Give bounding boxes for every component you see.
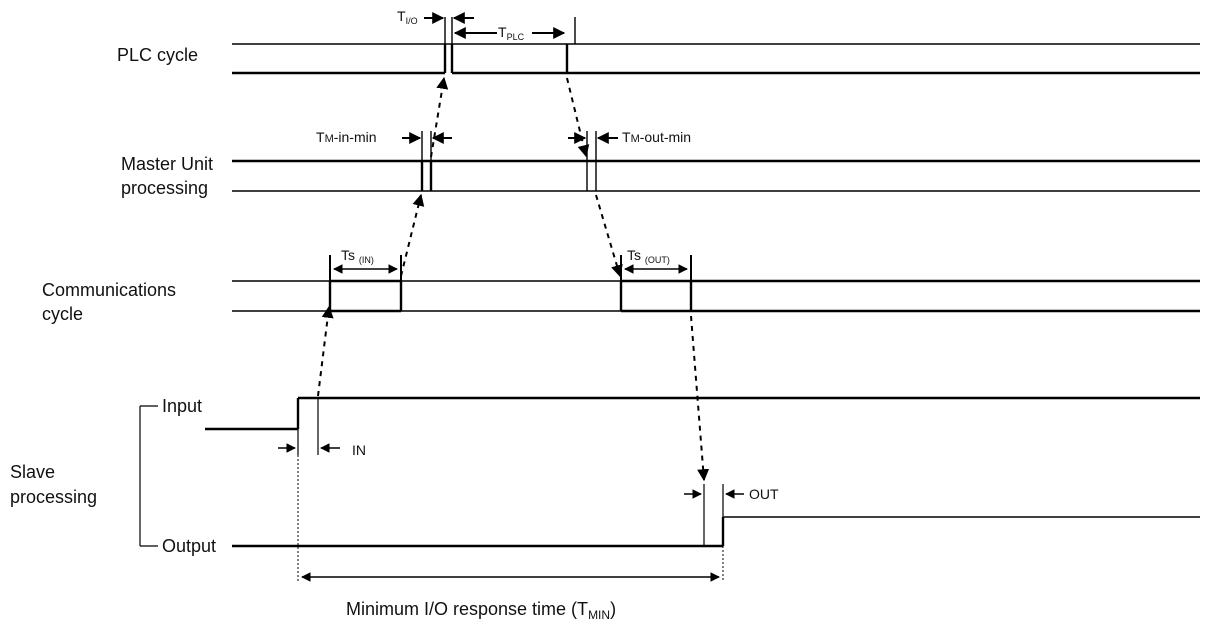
row-label-master-unit: Master Unit: [121, 154, 214, 174]
row-label-input: Input: [162, 396, 203, 416]
row-label-communications: Communications: [42, 280, 177, 300]
min-response-time-marker: [297, 455, 724, 582]
row-label-master-processing: processing: [121, 178, 209, 198]
label-ts-in: Ts (IN): [341, 247, 374, 265]
row-label-plc-cycle: PLC cycle: [117, 45, 199, 65]
label-t-io: TI/O: [397, 8, 418, 26]
slave-bracket: [139, 405, 158, 547]
signal-flow-arrows: [317, 76, 710, 482]
label-tm-in-min: TM-in-min: [316, 129, 377, 145]
row-label-communications-cycle: cycle: [42, 304, 84, 324]
label-tm-out-min: TM-out-min: [622, 129, 692, 145]
output-waveform: [232, 484, 1200, 548]
communications-waveform: [232, 255, 1200, 313]
label-ts-out: Ts (OUT): [627, 247, 670, 265]
label-t-plc: TPLC: [498, 24, 525, 42]
master-unit-waveform: [232, 131, 1200, 192]
row-label-slave-processing: processing: [10, 487, 98, 507]
input-waveform: [205, 396, 1200, 455]
row-label-slave: Slave: [10, 462, 56, 482]
plc-cycle-waveform: [232, 17, 1200, 75]
footer-min-io-response-time: Minimum I/O response time (TMIN): [346, 599, 617, 622]
label-in: IN: [352, 442, 366, 458]
label-out: OUT: [749, 486, 779, 502]
row-label-output: Output: [162, 536, 217, 556]
